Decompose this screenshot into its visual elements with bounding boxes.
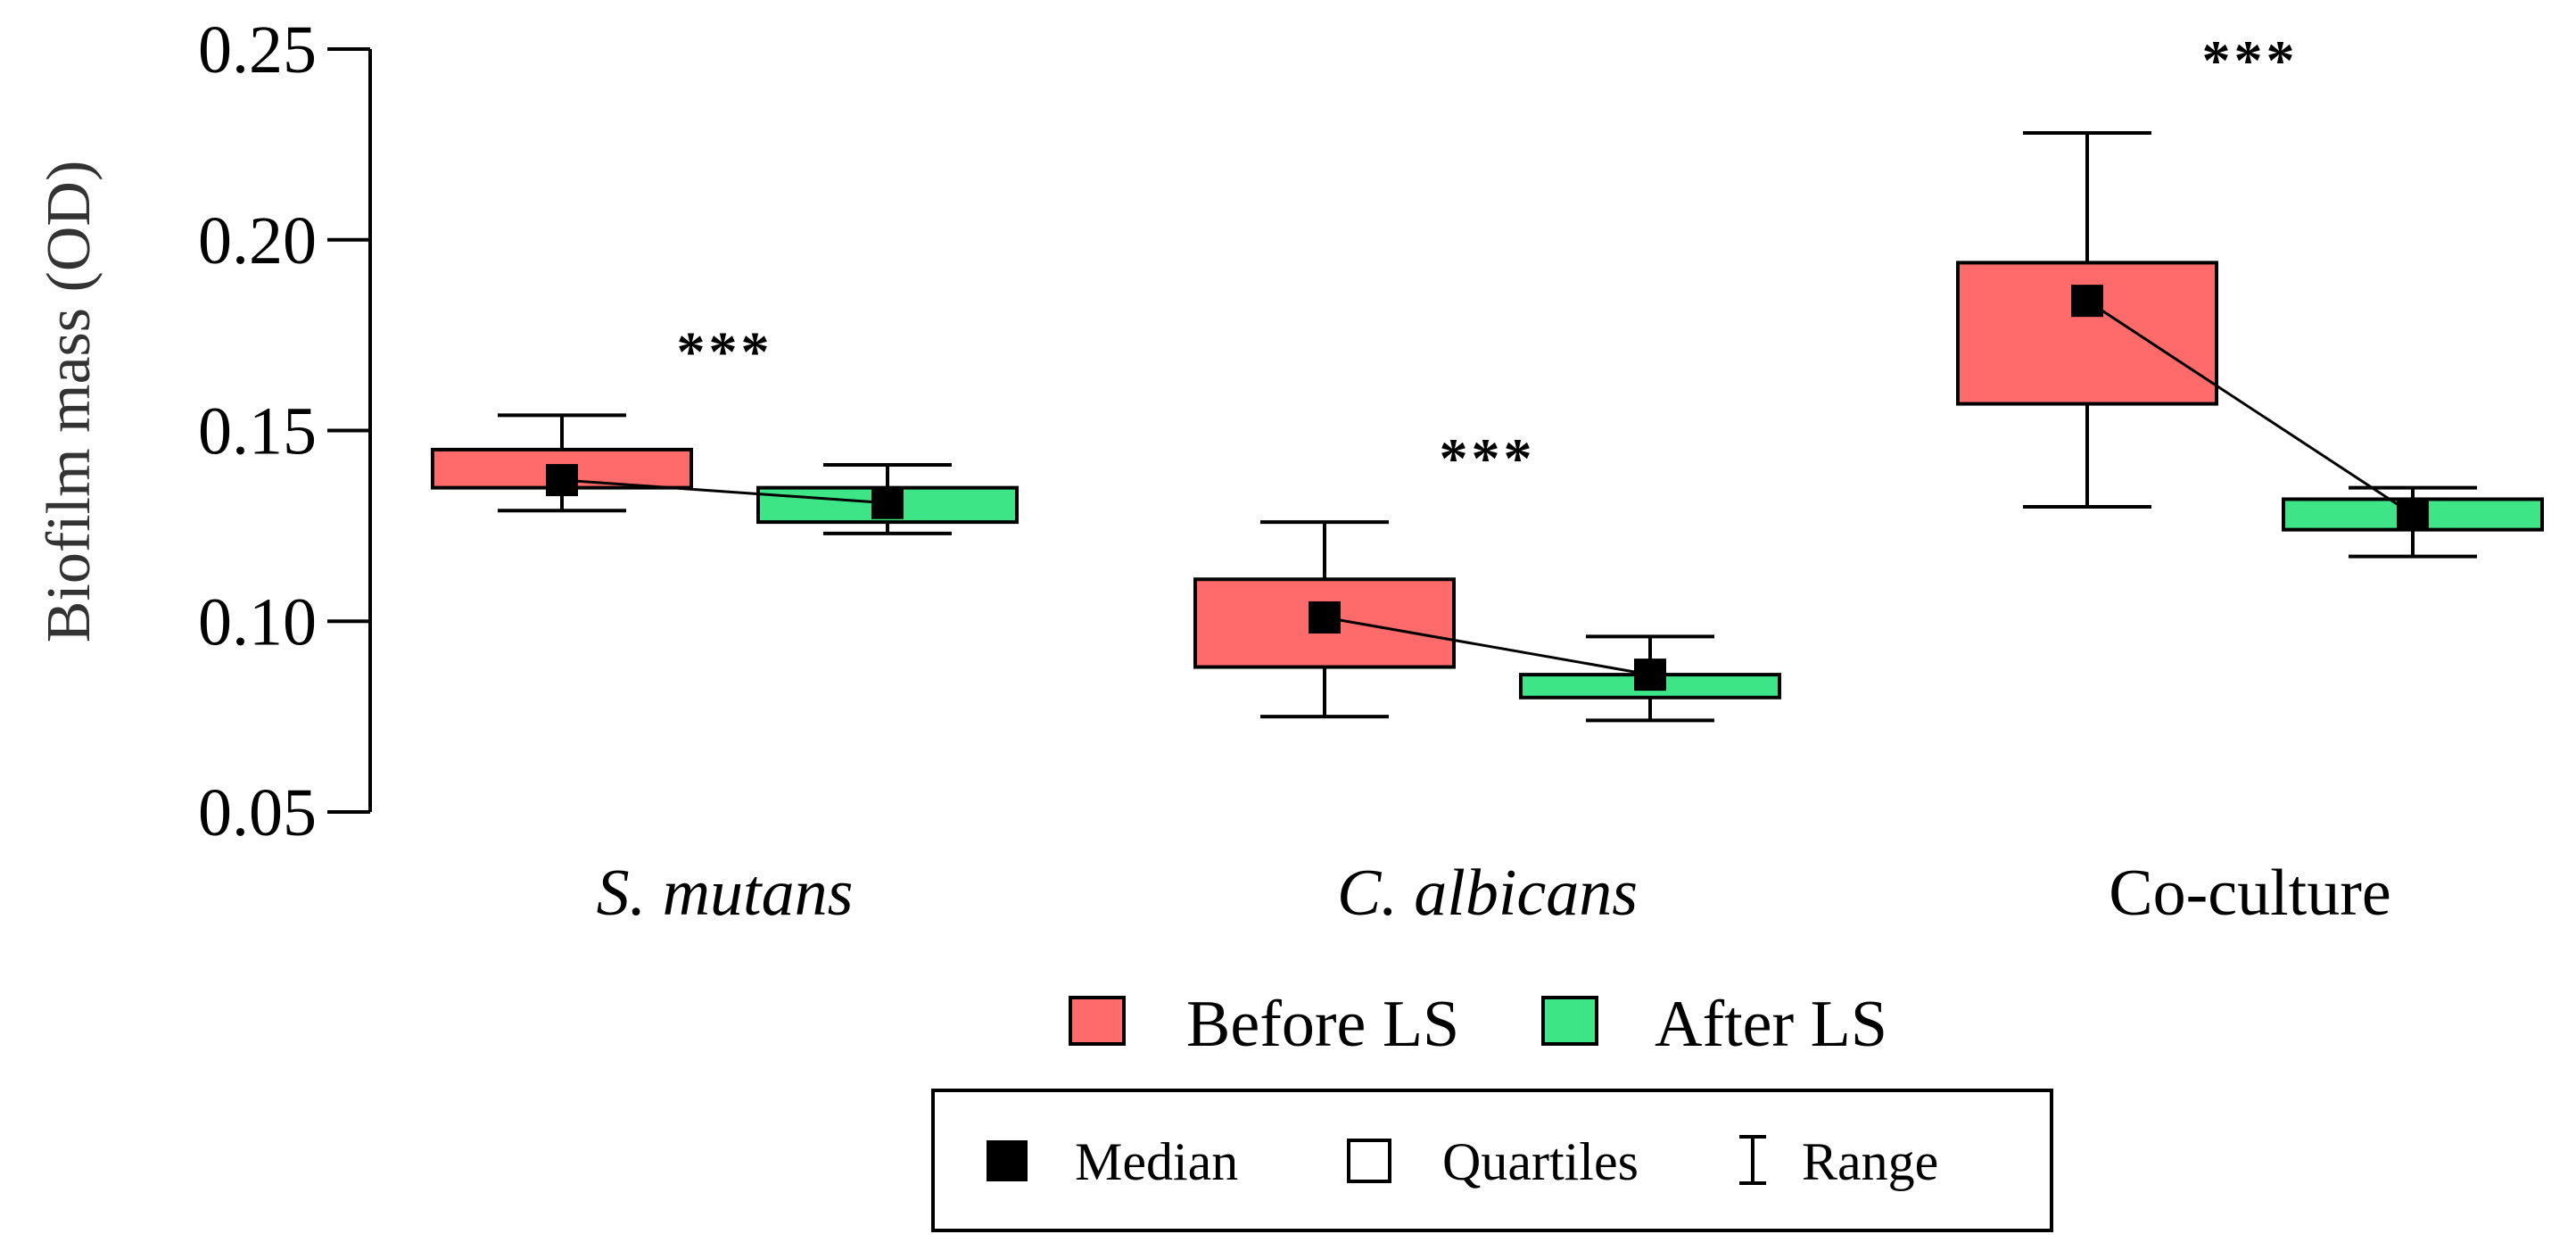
median-marker bbox=[1309, 601, 1341, 634]
significance-marker: *** bbox=[2202, 29, 2299, 92]
legend-swatch-before bbox=[1069, 996, 1126, 1046]
quartile-box bbox=[1956, 261, 2218, 406]
category-labels: S. mutans C. albicans Co-culture bbox=[597, 857, 2391, 930]
category-label: C. albicans bbox=[1337, 857, 1638, 930]
y-tick-label: 0.25 bbox=[198, 12, 317, 87]
median-connector bbox=[561, 478, 888, 505]
boxes-layer: *** *** *** bbox=[431, 29, 2544, 723]
category-label: Co-culture bbox=[2109, 857, 2390, 930]
y-tick-label: 0.20 bbox=[198, 203, 317, 278]
median-marker bbox=[871, 486, 904, 519]
key-label-quartiles: Quartiles bbox=[1442, 1132, 1639, 1191]
legend-label-before: Before LS bbox=[1186, 988, 1459, 1061]
category-group: *** bbox=[1956, 29, 2544, 559]
series-legend: Before LS After LS bbox=[1069, 988, 1887, 1061]
median-marker bbox=[2071, 285, 2103, 318]
y-tick-label: 0.15 bbox=[198, 394, 317, 469]
y-axis: 0.05 0.10 0.15 0.20 0.25 bbox=[198, 12, 372, 850]
y-tick-label: 0.10 bbox=[198, 584, 317, 659]
key-label-range: Range bbox=[1802, 1132, 1938, 1191]
category-group: *** bbox=[1193, 427, 1781, 723]
statistic-key: Median Quartiles Range bbox=[931, 1089, 2053, 1232]
significance-marker: *** bbox=[677, 319, 773, 383]
category-label: S. mutans bbox=[597, 857, 854, 930]
median-connector bbox=[1324, 616, 1651, 676]
y-tick-label: 0.05 bbox=[198, 775, 317, 850]
significance-marker: *** bbox=[1440, 427, 1536, 490]
quartiles-key-icon bbox=[1347, 1139, 1391, 1183]
median-marker bbox=[546, 464, 578, 497]
legend-swatch-after bbox=[1541, 996, 1598, 1046]
median-marker bbox=[1634, 658, 1666, 692]
y-axis-title: Biofilm mass (OD) bbox=[35, 161, 103, 643]
key-frame bbox=[931, 1089, 2053, 1232]
median-key-icon bbox=[987, 1140, 1028, 1181]
key-label-median: Median bbox=[1075, 1132, 1238, 1191]
category-group: *** bbox=[431, 319, 1019, 535]
legend-label-after: After LS bbox=[1655, 988, 1887, 1061]
range-key-icon bbox=[1739, 1135, 1766, 1185]
median-marker bbox=[2397, 498, 2429, 531]
median-connector bbox=[2086, 299, 2414, 516]
